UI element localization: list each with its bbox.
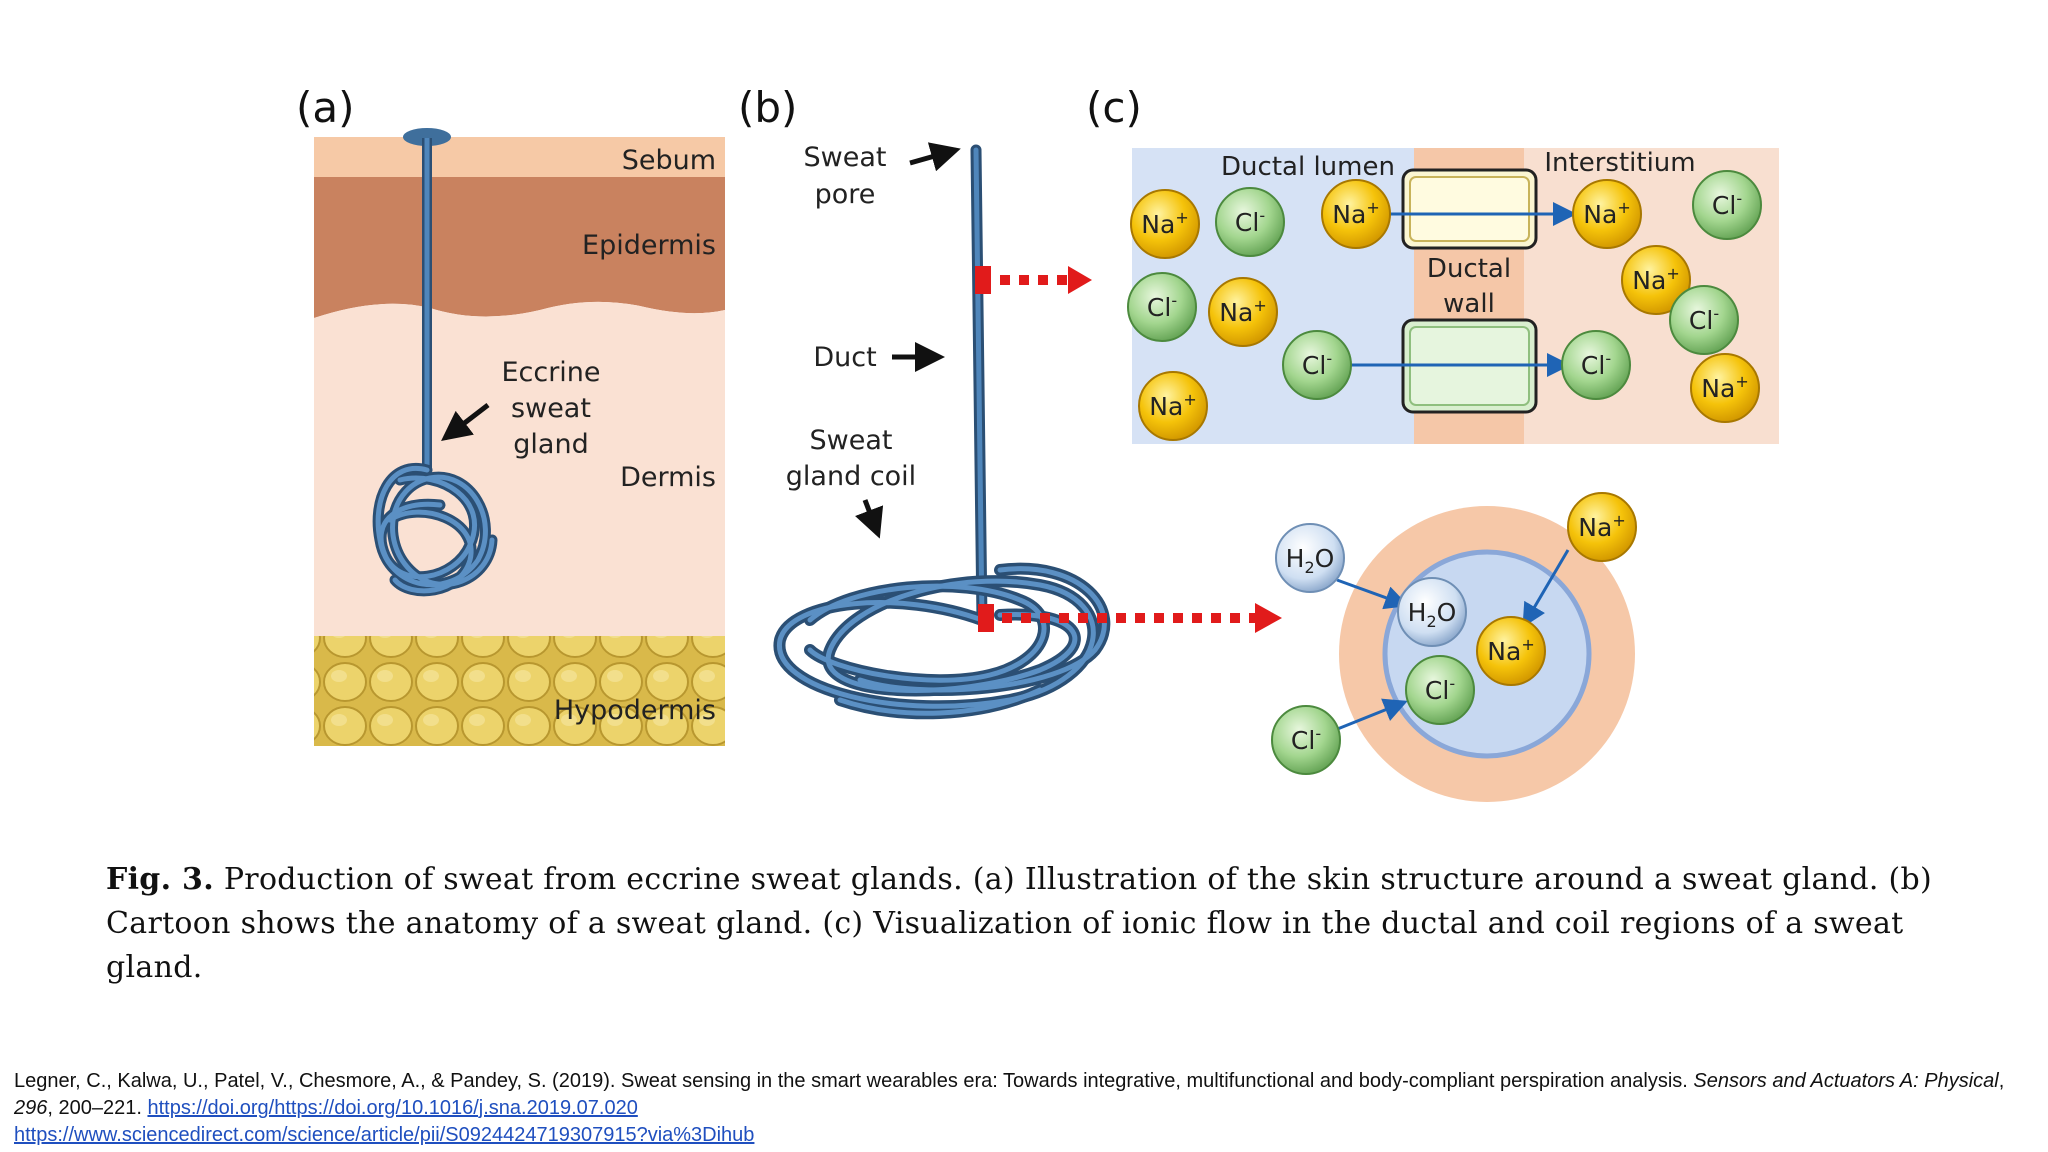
sodium-ion: Na+ bbox=[1567, 492, 1637, 562]
coil-pointer-arrow bbox=[855, 499, 884, 539]
coil-label-line1: Sweat bbox=[810, 425, 893, 456]
sodium-ion-label: Na+ bbox=[1701, 372, 1748, 403]
reference-authors-title: Legner, C., Kalwa, U., Patel, V., Chesmo… bbox=[14, 1070, 1694, 1092]
pore-label-line2: pore bbox=[815, 179, 876, 210]
duct-to-panel-c-arrow bbox=[975, 266, 1092, 294]
sodium-ion: Na+ bbox=[1690, 353, 1760, 423]
gland-pointer-arrow bbox=[441, 403, 490, 442]
coil-to-panel-c-arrow bbox=[978, 603, 1282, 633]
chloride-ion-label: Cl- bbox=[1147, 291, 1177, 322]
panel-b-label: (b) bbox=[738, 83, 797, 132]
panel-b: (b) Sweat pore Duct Sweat gland coil bbox=[738, 83, 1282, 720]
sodium-ion-label: Na+ bbox=[1149, 390, 1196, 421]
epidermis-layer bbox=[314, 177, 725, 318]
reference-doi-link[interactable]: https://doi.org/https://doi.org/10.1016/… bbox=[147, 1097, 638, 1119]
reference-citation: Legner, C., Kalwa, U., Patel, V., Chesmo… bbox=[14, 1070, 2005, 1146]
chloride-coil-flow-arrow bbox=[1329, 698, 1408, 734]
chloride-ion-label: Cl- bbox=[1425, 674, 1455, 705]
sodium-ion-label: Na+ bbox=[1632, 264, 1679, 295]
panel-c-label: (c) bbox=[1086, 83, 1142, 132]
chloride-ion-label: Cl- bbox=[1302, 349, 1332, 380]
gland-coil bbox=[372, 463, 498, 597]
sodium-ion: Na+ bbox=[1130, 189, 1200, 259]
chloride-ion-label: Cl- bbox=[1235, 206, 1265, 237]
gland-label-line2: sweat bbox=[511, 393, 591, 424]
water-ion: H2O bbox=[1275, 523, 1345, 593]
panel-a: (a) Sebum Epidermis Dermis Hypodermis bbox=[296, 83, 725, 746]
sodium-ion-label: Na+ bbox=[1219, 296, 1266, 327]
hypodermis-layer bbox=[314, 636, 725, 746]
sodium-ion: Na+ bbox=[1621, 245, 1691, 315]
chloride-ion: Cl- bbox=[1271, 705, 1341, 775]
water-ion: H2O bbox=[1397, 577, 1467, 647]
panel-c: (c) Ductal lumen Interstitium Ductal wal… bbox=[1086, 83, 1779, 802]
sodium-ion: Na+ bbox=[1208, 277, 1278, 347]
ductal-wall-label-line1: Ductal bbox=[1427, 254, 1511, 284]
chloride-ion: Cl- bbox=[1669, 285, 1739, 355]
sodium-ion-label: Na+ bbox=[1487, 635, 1534, 666]
chloride-ion: Cl- bbox=[1405, 655, 1475, 725]
hypodermis-label: Hypodermis bbox=[554, 695, 716, 726]
sodium-ion-label: Na+ bbox=[1578, 511, 1625, 542]
epidermis-label: Epidermis bbox=[582, 230, 716, 261]
sebum-layer bbox=[314, 137, 725, 177]
duct-label: Duct bbox=[813, 342, 876, 373]
gland-label-line1: Eccrine bbox=[501, 357, 600, 388]
sodium-ion: Na+ bbox=[1138, 371, 1208, 441]
reference-pages: , 200–221. bbox=[47, 1097, 148, 1119]
chloride-ion: Cl- bbox=[1127, 272, 1197, 342]
panel-a-label: (a) bbox=[296, 83, 355, 132]
pore-pointer-arrow bbox=[909, 142, 961, 172]
sodium-coil-flow-arrow bbox=[1522, 549, 1570, 628]
chloride-ion: Cl- bbox=[1692, 170, 1762, 240]
water-ion-label: H2O bbox=[1408, 598, 1457, 631]
coil-label-line2: gland coil bbox=[786, 461, 916, 492]
sodium-ion: Na+ bbox=[1572, 179, 1642, 249]
sebum-label: Sebum bbox=[622, 145, 716, 176]
chloride-ion-label: Cl- bbox=[1712, 189, 1742, 220]
chloride-ion: Cl- bbox=[1215, 187, 1285, 257]
coil-ions: H2O H2O Na+ Na+ Cl- Cl- bbox=[1271, 492, 1637, 775]
ductal-lumen-label: Ductal lumen bbox=[1221, 152, 1395, 182]
ductal-wall-label-line2: wall bbox=[1443, 289, 1495, 319]
sodium-ion-label: Na+ bbox=[1583, 198, 1630, 229]
figure-caption: Fig. 3. Production of sweat from eccrine… bbox=[106, 858, 1946, 990]
chloride-ion: Cl- bbox=[1282, 330, 1352, 400]
duct-ions: Na+ Cl- Na+ Cl- Na+ Cl- Na+ Na+ Cl- Na+ Cl- Cl- Na+ bbox=[1127, 170, 1762, 441]
dermis-layer bbox=[314, 301, 725, 650]
coil-tube bbox=[773, 562, 1111, 720]
dermis-label: Dermis bbox=[620, 462, 716, 493]
caption-text: Production of sweat from eccrine sweat g… bbox=[106, 862, 1933, 985]
sodium-ion-label: Na+ bbox=[1141, 208, 1188, 239]
sodium-ion-label: Na+ bbox=[1332, 198, 1379, 229]
interstitium-label: Interstitium bbox=[1544, 148, 1695, 178]
reference-volume: 296 bbox=[14, 1097, 48, 1119]
gland-label-line3: gland bbox=[513, 429, 588, 460]
sodium-ion: Na+ bbox=[1321, 179, 1391, 249]
sodium-ion: Na+ bbox=[1476, 616, 1546, 686]
chloride-ion-label: Cl- bbox=[1291, 724, 1321, 755]
chloride-ion-label: Cl- bbox=[1689, 304, 1719, 335]
caption-prefix: Fig. 3. bbox=[106, 862, 214, 897]
sweat-pore-cap bbox=[403, 128, 451, 146]
chloride-ion: Cl- bbox=[1561, 330, 1631, 400]
water-ion-label: H2O bbox=[1286, 544, 1335, 577]
pore-label-line1: Sweat bbox=[804, 142, 887, 173]
water-flow-arrow bbox=[1336, 578, 1409, 610]
reference-url-link[interactable]: https://www.sciencedirect.com/science/ar… bbox=[14, 1124, 755, 1146]
chloride-ion-label: Cl- bbox=[1581, 349, 1611, 380]
reference-journal: Sensors and Actuators A: Physical bbox=[1693, 1070, 1999, 1092]
